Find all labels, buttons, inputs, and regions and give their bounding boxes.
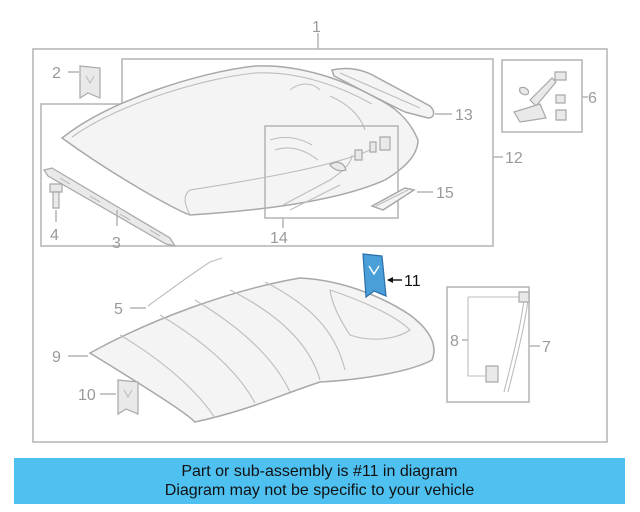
callout-3: 3 [112, 235, 121, 252]
part-13-strip [331, 67, 435, 119]
part-6-frame [501, 59, 583, 133]
parts-diagram: 1 12 2 13 14 15 [32, 19, 608, 443]
callout-6: 6 [588, 90, 597, 107]
part-5-cable [147, 257, 223, 307]
banner-line-1: Part or sub-assembly is #11 in diagram [181, 463, 458, 480]
callout-10: 10 [78, 387, 96, 404]
callout-4: 4 [50, 227, 59, 244]
banner-line-2: Diagram may not be specific to your vehi… [164, 482, 475, 499]
part-14-seal [269, 136, 391, 211]
callout-5: 5 [114, 301, 123, 318]
callout-13: 13 [455, 107, 473, 124]
assembly-14-frame [264, 125, 399, 219]
callout-11: 11 [404, 273, 421, 290]
callout-7: 7 [542, 339, 551, 356]
part-6-hardware [513, 71, 567, 123]
part-11-tag-highlighted [362, 253, 387, 299]
assembly-1-frame [32, 48, 608, 443]
callout-15: 15 [436, 185, 454, 202]
part-8-bracket [467, 296, 520, 383]
info-banner: Part or sub-assembly is #11 in diagram D… [14, 458, 625, 504]
part-7-frame [446, 286, 530, 403]
callout-9: 9 [52, 349, 61, 366]
callout-1: 1 [312, 19, 321, 36]
callout-14: 14 [270, 230, 288, 247]
part-4-bolt [49, 183, 63, 209]
hardtop-panel [60, 65, 419, 216]
soft-top [88, 277, 435, 423]
part-7-rod [503, 291, 530, 393]
callout-12: 12 [505, 150, 523, 167]
part-2-tag [79, 65, 101, 100]
part-3-rail [43, 167, 177, 247]
callout-2: 2 [52, 65, 61, 82]
part-15-strip [370, 187, 416, 211]
leader-11-arrowhead [387, 277, 393, 283]
callout-8: 8 [450, 333, 459, 350]
part-10-tag [117, 379, 139, 416]
